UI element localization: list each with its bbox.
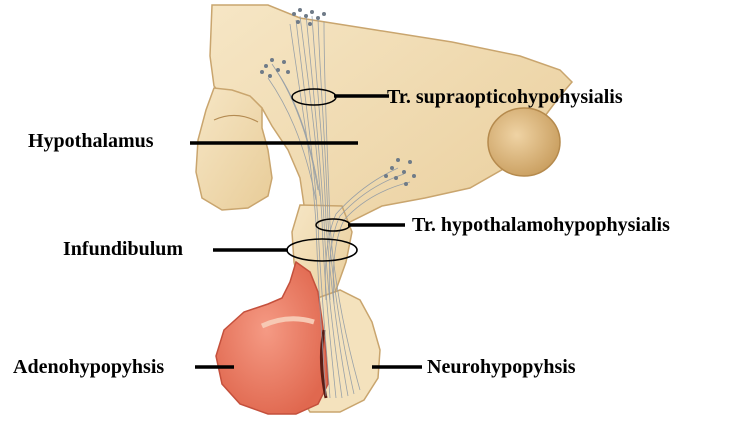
label-neurohypophysis: Neurohypopyhsis xyxy=(427,356,576,378)
label-hypothalamohypophysial: Tr. hypothalamohypophysialis xyxy=(412,214,670,236)
label-infundibulum: Infundibulum xyxy=(63,238,183,260)
adenohypophysis-lobe xyxy=(216,262,328,414)
mammillary-body xyxy=(488,108,560,176)
label-supraopticohypophysial: Tr. supraopticohypohysialis xyxy=(387,86,623,108)
label-hypothalamus: Hypothalamus xyxy=(28,130,154,152)
label-adenohypophysis: Adenohypopyhsis xyxy=(13,356,164,378)
optic-flap xyxy=(196,88,272,210)
